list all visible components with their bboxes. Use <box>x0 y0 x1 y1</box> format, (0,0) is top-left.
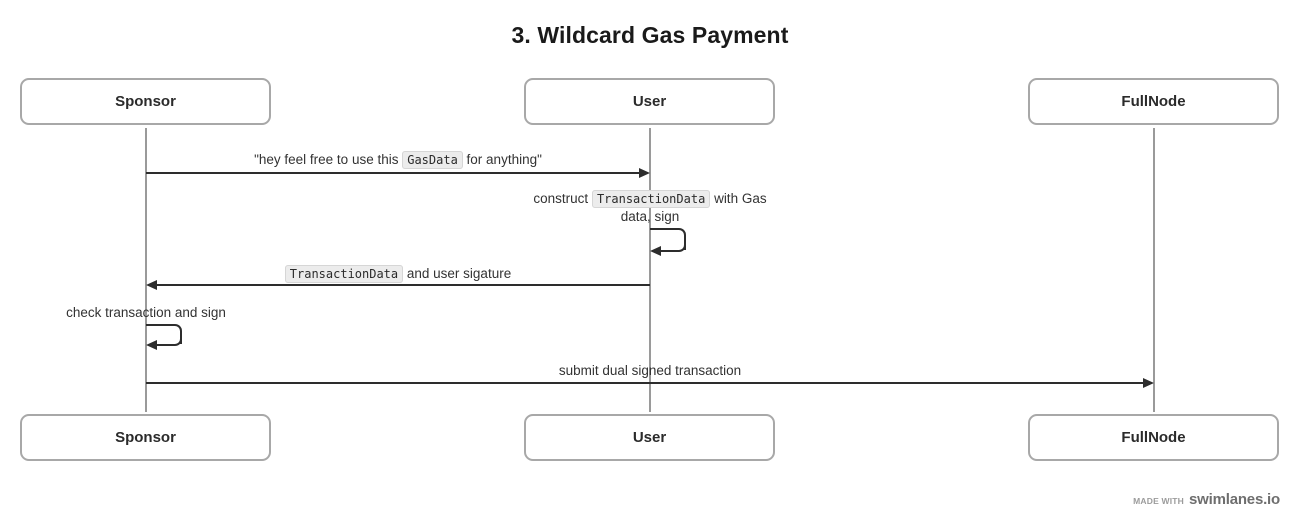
participant-footer-user[interactable]: User <box>524 414 775 461</box>
watermark-made-with-label: MADE WITH <box>1133 496 1185 506</box>
participant-label: User <box>632 93 667 110</box>
message-line <box>146 172 639 174</box>
arrowhead-left-icon <box>146 279 157 290</box>
watermark: MADE WITH swimlanes.io <box>1133 491 1280 508</box>
message-label: TransactionData and user sigature <box>146 265 650 283</box>
participant-header-fullnode[interactable]: FullNode <box>1028 78 1279 125</box>
message-label: "hey feel free to use this GasData for a… <box>254 151 542 169</box>
code-chip: TransactionData <box>591 190 711 208</box>
lifeline-sponsor <box>145 128 147 412</box>
arrowhead-left-icon <box>146 339 157 350</box>
participant-footer-fullnode[interactable]: FullNode <box>1028 414 1279 461</box>
message-line <box>157 284 650 286</box>
code-chip: GasData <box>402 151 463 169</box>
participant-label: User <box>632 429 667 446</box>
participant-label: Sponsor <box>115 429 176 446</box>
message-line <box>146 382 1143 384</box>
participant-footer-sponsor[interactable]: Sponsor <box>20 414 271 461</box>
message-label: check transaction and sign <box>66 305 226 320</box>
message-label: submit dual signed transaction <box>558 363 742 378</box>
participant-label: FullNode <box>1121 429 1186 446</box>
arrowhead-right-icon <box>1143 377 1154 388</box>
code-chip: TransactionData <box>284 265 404 283</box>
participant-label: Sponsor <box>115 93 176 110</box>
page-title: 3. Wildcard Gas Payment <box>511 22 789 48</box>
arrowhead-left-icon <box>650 245 661 256</box>
message-label: construct TransactionData with Gas data,… <box>533 190 767 224</box>
watermark-brand-label: swimlanes.io <box>1189 491 1280 508</box>
lifeline-fullnode <box>1153 128 1155 412</box>
arrowhead-right-icon <box>639 167 650 178</box>
lifeline-user <box>649 128 651 412</box>
participant-label: FullNode <box>1121 93 1186 110</box>
participant-header-user[interactable]: User <box>524 78 775 125</box>
participant-header-sponsor[interactable]: Sponsor <box>20 78 271 125</box>
